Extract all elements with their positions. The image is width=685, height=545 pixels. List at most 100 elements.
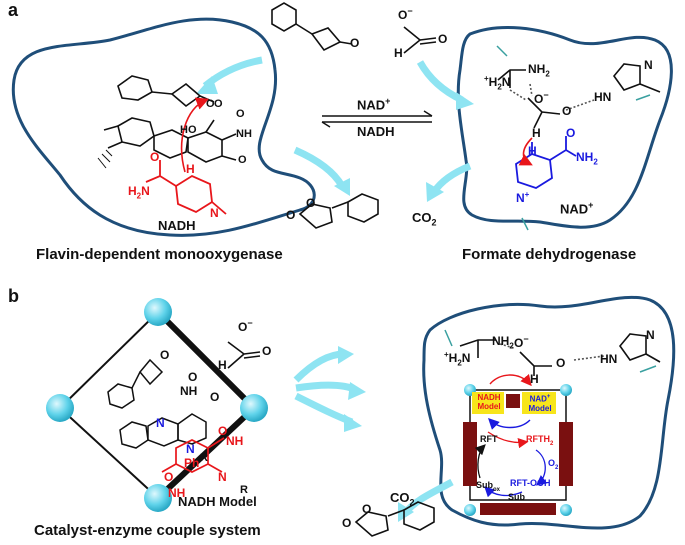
panel-b-hbond-dashes [499, 343, 605, 361]
rhombus-nadh-o1: O [218, 424, 228, 438]
flavin-ho: HO [180, 124, 197, 136]
nad-plus-structure [515, 136, 577, 189]
arginine-guanidinium-structure [497, 69, 526, 88]
formate-o: O [438, 32, 448, 46]
flavin-o-upper: O [236, 108, 245, 120]
histidine-hn: HN [594, 90, 612, 104]
catalyst-enzyme-caption: Catalyst-enzyme couple system [34, 522, 261, 539]
hydride-transfer-arrow [180, 97, 209, 173]
panel-b-formate-o-minus: O− [238, 318, 253, 334]
panel-b-nadh-model-structure [161, 437, 225, 473]
hydrogen-bond-dashes [509, 83, 595, 111]
bar-bottom [480, 503, 556, 515]
pocket-b-arg-h2n: +H2N [444, 350, 471, 368]
product-exit-arrow [293, 146, 346, 188]
bar-right [559, 422, 573, 486]
catalyst-node-top [144, 298, 172, 326]
nad-model-box [522, 392, 556, 414]
rhombus-r-top: R [200, 452, 208, 464]
panel-b-enzyme-pocket [422, 295, 676, 530]
flavin-nh: NH [236, 128, 252, 140]
histidine-imidazole-structure [612, 63, 661, 93]
arginine-h2n: +H2N [484, 74, 511, 92]
nadh-amide-o: O [150, 150, 160, 164]
co2-label-b: CO2 [390, 490, 415, 508]
pocket-b-his-n: N [646, 328, 655, 342]
nad-plus-label: NAD+ [357, 96, 391, 113]
inner-catalyst-square [463, 389, 573, 515]
rhombus-nadh-nh: NH [226, 434, 244, 448]
o2-activation-arrow [535, 449, 548, 486]
flavin-o-right: O [238, 154, 247, 166]
pocket-b-formate-h: H [530, 372, 539, 386]
nadh-n: N [210, 206, 219, 220]
bar-left [463, 422, 477, 486]
co2-label-a: CO2 [412, 210, 437, 228]
rhombus-ph: Ph [184, 456, 200, 470]
dehydrogenase-pocket [456, 25, 673, 229]
bound-formate-structure [527, 97, 561, 129]
rft-ooh-label: RFT-OOH [510, 478, 551, 488]
panel-b-formate-structure [227, 341, 261, 369]
bound-formate-o: O [562, 104, 572, 118]
nadh-h: H [186, 162, 195, 176]
pocket-b-arg-nh2: NH2 [492, 334, 514, 351]
pocket-b-formate-o-minus: O− [514, 334, 529, 350]
nad-reduction-cycle-arrow [488, 418, 531, 430]
rfth2-label: RFTH2 [526, 434, 554, 447]
nadh-amide-h2n: H2N [128, 184, 150, 201]
bar-top [506, 394, 520, 408]
transfer-fan-arrows [293, 350, 358, 426]
formate-structure [403, 26, 437, 54]
rhombus-r-bottom: R [240, 484, 248, 496]
rft-reduction-arrow [487, 431, 529, 449]
o2-label: O2 [548, 458, 559, 471]
nad-plus-amide-nh2: NH2 [576, 150, 598, 167]
panel-b-lactone-structure [354, 501, 435, 537]
dehydrogenase-caption: Formate dehydrogenase [462, 246, 637, 263]
lactone-product-structure [298, 193, 379, 229]
nad-model-box-label: NAD+Model [528, 394, 552, 413]
panel-b-arginine-structure [459, 339, 496, 358]
bound-formate-h: H [532, 126, 541, 140]
catalyst-node-bottom [144, 484, 172, 512]
rhombus-nadh-o2: O [164, 470, 174, 484]
sub-label: Sub [508, 492, 525, 502]
nad-plus-ring-n: N+ [516, 190, 530, 205]
catalyst-node-left [46, 394, 74, 422]
arginine-nh2: NH2 [528, 62, 550, 79]
panel-b-formate-o: O [262, 344, 272, 358]
panel-b-histidine-structure [618, 333, 661, 363]
rhombus-flavin-nh: NH [180, 384, 198, 398]
catalyst-node-right [240, 394, 268, 422]
bound-formate-o-minus: O− [534, 90, 549, 106]
panel-b-flavin-structure [119, 413, 207, 449]
flavin-hashed-bond [97, 149, 113, 169]
lactone-o-b: O [342, 516, 352, 530]
nad-reduction-arrow [518, 137, 533, 166]
rhombus-ketone-o: O [160, 348, 170, 362]
nadh-structure [145, 160, 227, 215]
lactone-o-a: O [286, 208, 296, 222]
nadh-model-box [472, 392, 504, 414]
histidine-n: N [644, 58, 653, 72]
top-ketone-o: O [350, 36, 360, 50]
rft-label: RFT [480, 434, 498, 444]
pocket-b-his-hn: HN [600, 352, 618, 366]
sub-oxidation-arrow [484, 486, 523, 498]
panel-a-label: a [8, 0, 19, 20]
rhombus-flavin-o1: O [188, 370, 198, 384]
rhombus-nadh-nh2: NH [168, 486, 186, 500]
rft-return-arrow [474, 444, 486, 479]
substrate-ketone-o: O [214, 98, 223, 110]
rhombus-flavin-n-blue2: N [186, 442, 195, 456]
flavin-structure [103, 117, 237, 163]
nad-plus-label-right: NAD+ [560, 200, 594, 217]
nadh-label: NADH [158, 218, 196, 233]
substrate-ketone-structure [271, 2, 353, 52]
rhombus-flavin-o2: O [210, 390, 220, 404]
formate-entry-arrow [416, 60, 464, 104]
cofactor-equilibrium-arrows [321, 110, 433, 128]
monooxygenase-caption: Flavin-dependent monooxygenase [36, 246, 283, 263]
